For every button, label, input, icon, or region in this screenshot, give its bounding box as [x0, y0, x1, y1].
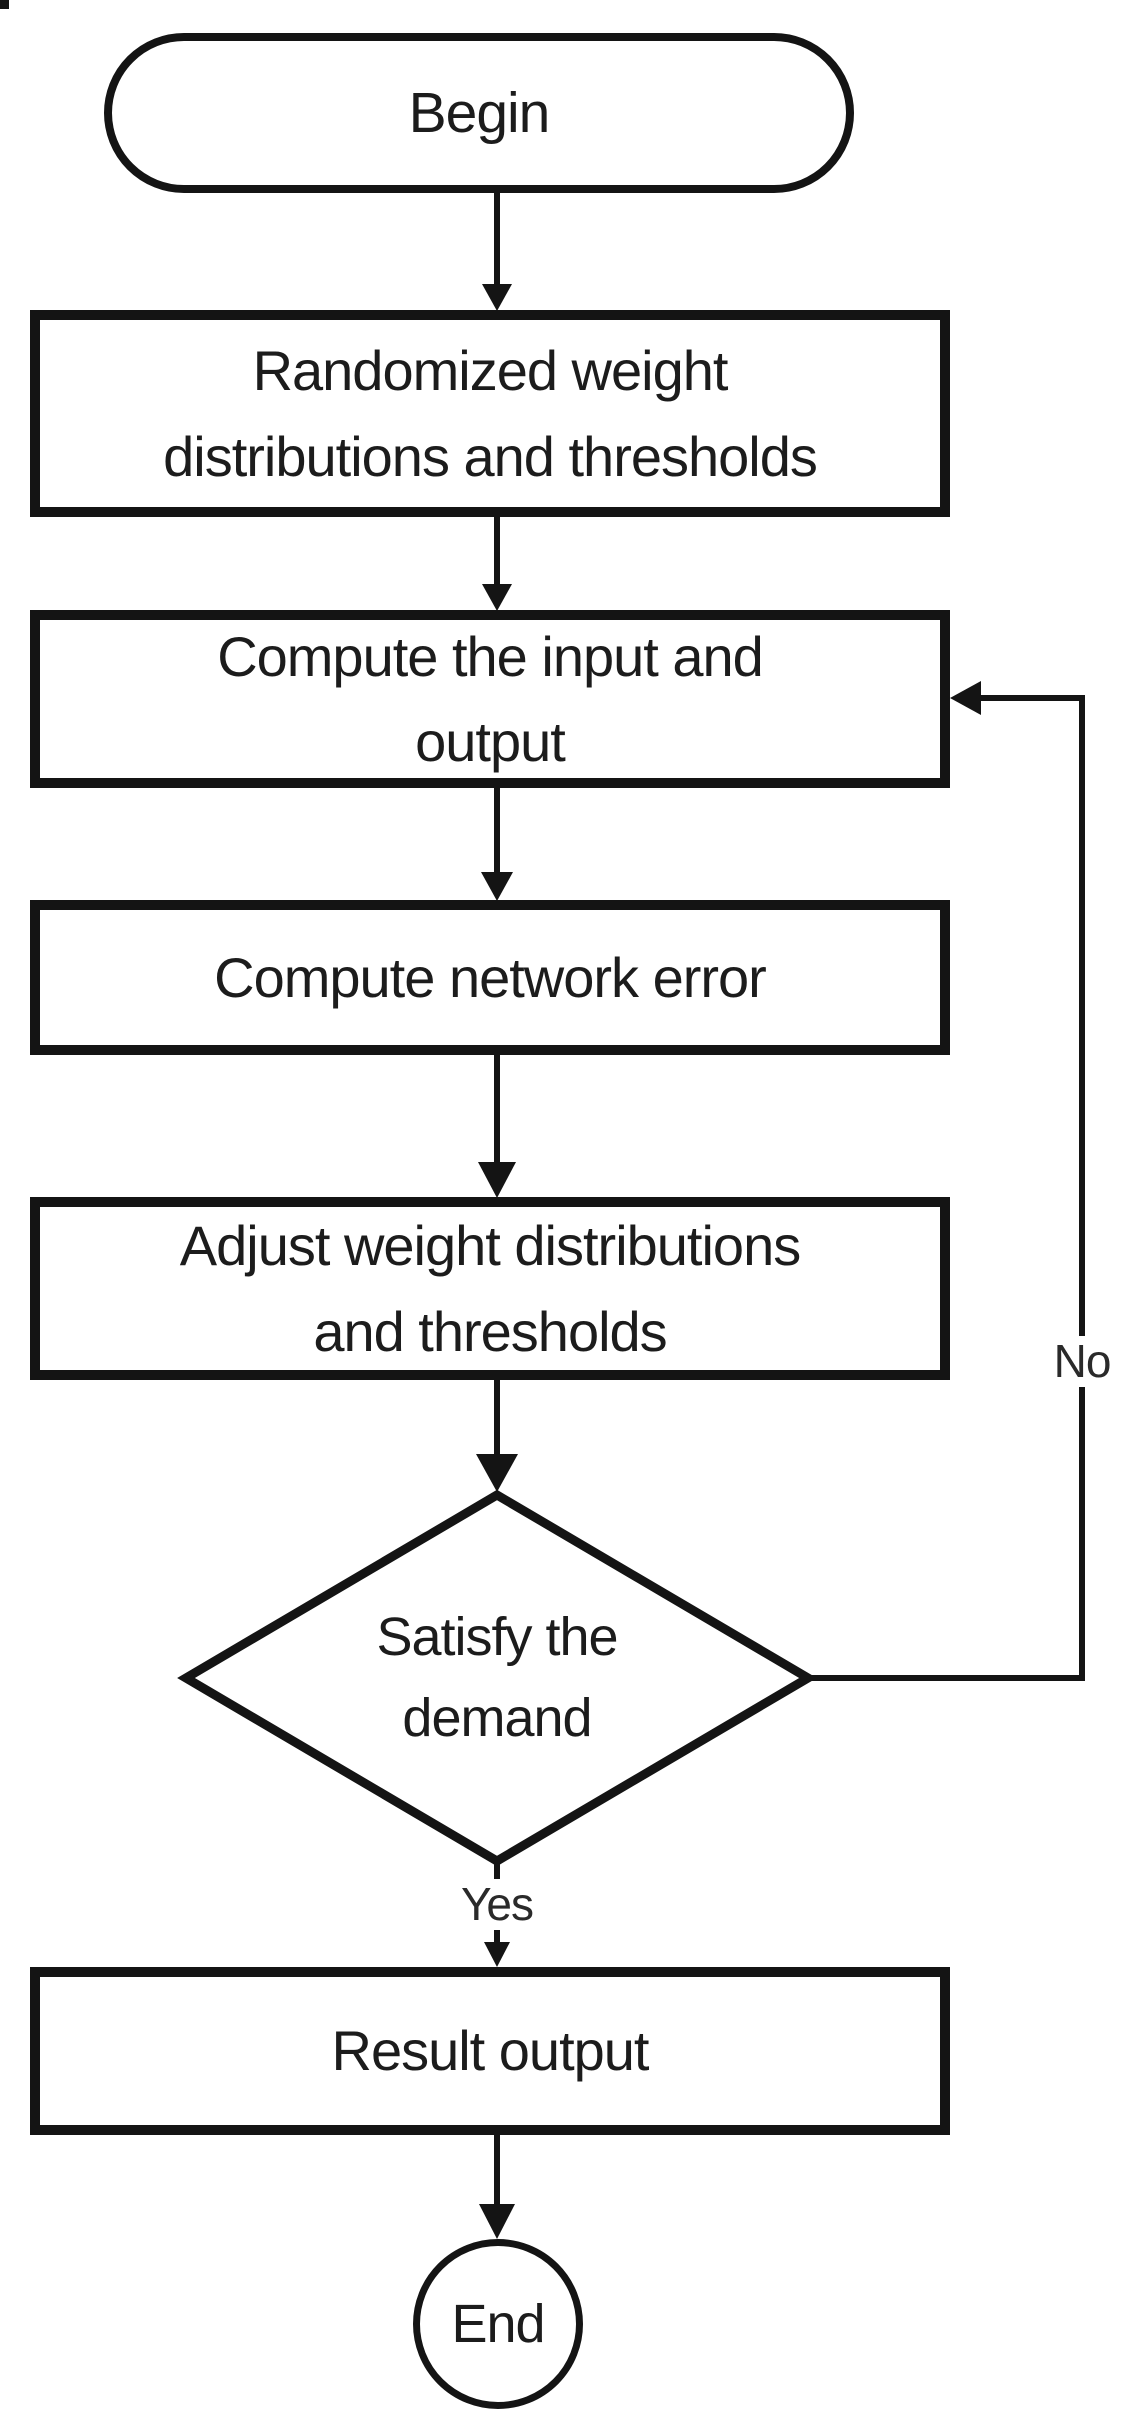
- node-decision-diamond: Satisfy the demand: [186, 1495, 808, 1861]
- scan-artifact-mark: [0, 0, 9, 9]
- adjust-label-line2: and thresholds: [313, 1299, 667, 1363]
- randomize-label-line1: Randomized weight: [252, 339, 729, 403]
- node-randomize-process: Randomized weight distributions and thre…: [30, 310, 950, 517]
- edge-label-yes: Yes: [427, 1879, 567, 1930]
- randomize-label-line2: distributions and thresholds: [163, 424, 818, 488]
- compute-io-label-line1: Compute the input and: [217, 624, 764, 688]
- edge-compute-io-to-error: [481, 786, 513, 901]
- result-label: Result output: [331, 2019, 650, 2083]
- node-end-terminator: End: [413, 2239, 583, 2409]
- edge-label-no: No: [1012, 1336, 1147, 1387]
- compute-error-label: Compute network error: [214, 945, 767, 1009]
- decision-label-line2: demand: [402, 1688, 592, 1748]
- end-label: End: [451, 2294, 545, 2354]
- decision-label-line1: Satisfy the: [376, 1607, 618, 1667]
- edge-error-to-adjust: [478, 1053, 516, 1198]
- node-begin-terminator: Begin: [104, 33, 854, 193]
- node-compute-error-process: Compute network error: [30, 900, 950, 1055]
- edge-adjust-to-decision: [476, 1378, 518, 1492]
- adjust-label-line1: Adjust weight distributions: [179, 1214, 801, 1278]
- edge-begin-to-randomize: [482, 190, 512, 311]
- compute-io-label-line2: output: [415, 710, 566, 773]
- edge-result-to-end: [479, 2133, 515, 2239]
- node-compute-io-process: Compute the input and output: [30, 610, 950, 788]
- edge-decision-to-compute-io-no: [808, 681, 1085, 1681]
- node-result-process: Result output: [30, 1967, 950, 2135]
- node-adjust-process: Adjust weight distributions and threshol…: [30, 1197, 950, 1380]
- edge-randomize-to-compute-io: [482, 515, 512, 611]
- begin-label: Begin: [408, 81, 551, 145]
